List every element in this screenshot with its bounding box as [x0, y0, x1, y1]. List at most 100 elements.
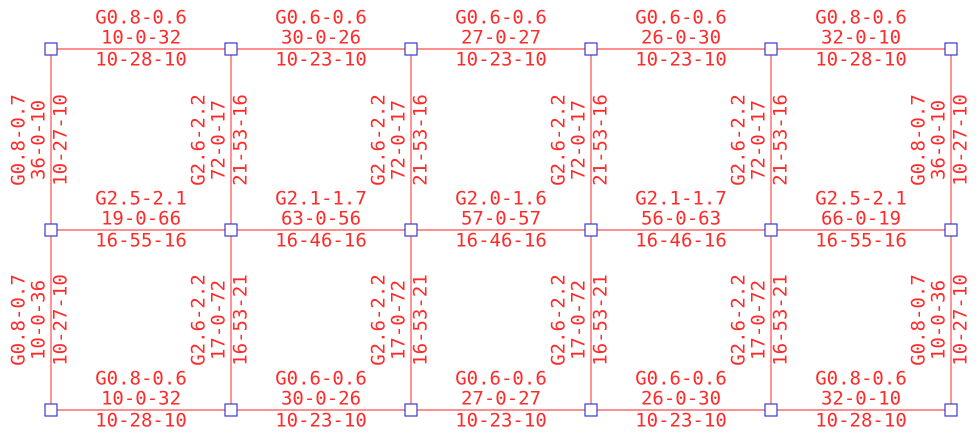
beam-label-top: G0.8-0.6 — [815, 6, 907, 29]
column-label-inner: 16-53-21 — [589, 274, 612, 366]
column-label-outer: G2.6-2.2 — [547, 274, 570, 366]
beam-label-top: G0.8-0.6 — [95, 367, 187, 390]
column-label-outer: G2.6-2.2 — [727, 93, 750, 186]
beam-label-top: G2.5-2.1 — [95, 187, 187, 210]
column-label-inner: 21-53-16 — [769, 93, 792, 186]
square-node-icon — [224, 223, 238, 237]
beam-label-bottom: 16-55-16 — [815, 229, 907, 252]
column-label-inner: 16-53-21 — [769, 274, 792, 366]
beam-label-bottom: 10-28-10 — [95, 48, 187, 71]
beam-label-mid: 19-0-66 — [100, 207, 182, 230]
beam-label-top: G2.5-2.1 — [815, 187, 907, 210]
column-label-inner: 16-53-21 — [409, 274, 432, 366]
square-node-icon — [944, 42, 958, 56]
beam-label-mid: 30-0-26 — [280, 26, 362, 49]
beam-label-bottom: 10-28-10 — [815, 48, 907, 71]
column-label-mid: 17-0-72 — [207, 279, 230, 361]
beam-label-top: G0.6-0.6 — [455, 367, 547, 390]
column-label-inner: 10-27-10 — [949, 274, 972, 366]
beam-label-bottom: 16-46-16 — [635, 229, 727, 252]
beam-label-bottom: 10-28-10 — [815, 409, 907, 432]
column-label-outer: G0.8-0.7 — [907, 93, 930, 186]
square-node-icon — [584, 403, 598, 417]
beam-label-top: G0.8-0.6 — [95, 6, 187, 29]
beam-label-mid: 63-0-56 — [280, 207, 362, 230]
beam-label-top: G0.8-0.6 — [815, 367, 907, 390]
beam-label-top: G0.6-0.6 — [635, 6, 727, 29]
column-label-inner: 10-27-10 — [49, 93, 72, 186]
beam-label-mid: 66-0-19 — [820, 207, 902, 230]
beam-label-mid: 57-0-57 — [460, 207, 542, 230]
square-node-icon — [764, 223, 778, 237]
column-label-mid: 36-0-10 — [27, 99, 50, 180]
beam-label-bottom: 10-23-10 — [455, 48, 547, 71]
column-label-inner: 21-53-16 — [409, 93, 432, 186]
square-node-icon — [584, 42, 598, 56]
column-label-mid: 17-0-72 — [747, 279, 770, 361]
beam-label-bottom: 16-46-16 — [455, 229, 547, 252]
square-node-icon — [764, 403, 778, 417]
column-label-inner: 21-53-16 — [589, 93, 612, 186]
column-label-mid: 17-0-72 — [567, 279, 590, 361]
beam-label-mid: 10-0-32 — [100, 26, 182, 49]
beam-label-bottom: 10-23-10 — [275, 409, 367, 432]
column-label-outer: G2.6-2.2 — [367, 93, 390, 186]
beam-label-top: G0.6-0.6 — [275, 367, 367, 390]
column-label-outer: G0.8-0.7 — [7, 274, 30, 366]
square-node-icon — [224, 403, 238, 417]
column-label-outer: G2.6-2.2 — [547, 93, 570, 186]
square-node-icon — [764, 42, 778, 56]
beam-label-mid: 26-0-30 — [640, 26, 722, 49]
square-node-icon — [404, 42, 418, 56]
column-label-outer: G2.6-2.2 — [727, 274, 750, 366]
beam-label-mid: 27-0-27 — [460, 26, 542, 49]
square-node-icon — [224, 42, 238, 56]
column-label-inner: 10-27-10 — [49, 274, 72, 366]
column-label-inner: 21-53-16 — [229, 93, 252, 186]
beam-label-mid: 30-0-26 — [280, 387, 362, 410]
column-label-mid: 72-0-17 — [387, 99, 410, 180]
beam-label-bottom: 16-55-16 — [95, 229, 187, 252]
column-label-mid: 72-0-17 — [747, 99, 770, 180]
beam-label-top: G0.6-0.6 — [455, 6, 547, 29]
beam-label-top: G2.0-1.6 — [455, 187, 547, 210]
beam-label-top: G2.1-1.7 — [275, 187, 367, 210]
beam-label-mid: 32-0-10 — [820, 387, 902, 410]
column-label-inner: 10-27-10 — [949, 93, 972, 186]
beam-label-bottom: 16-46-16 — [275, 229, 367, 252]
beam-label-top: G0.6-0.6 — [635, 367, 727, 390]
square-node-icon — [404, 223, 418, 237]
column-label-mid: 10-0-36 — [27, 279, 50, 361]
square-node-icon — [44, 42, 58, 56]
column-label-mid: 10-0-36 — [927, 279, 950, 361]
beam-label-bottom: 10-28-10 — [95, 409, 187, 432]
beam-label-top: G0.6-0.6 — [275, 6, 367, 29]
beam-label-mid: 56-0-63 — [640, 207, 722, 230]
square-node-icon — [44, 223, 58, 237]
beam-label-top: G2.1-1.7 — [635, 187, 727, 210]
column-label-outer: G2.6-2.2 — [367, 274, 390, 366]
square-node-icon — [944, 403, 958, 417]
beam-label-mid: 26-0-30 — [640, 387, 722, 410]
column-label-outer: G0.8-0.7 — [7, 93, 30, 186]
column-label-mid: 17-0-72 — [387, 279, 410, 361]
column-label-inner: 16-53-21 — [229, 274, 252, 366]
beam-label-bottom: 10-23-10 — [635, 409, 727, 432]
square-node-icon — [584, 223, 598, 237]
square-node-icon — [404, 403, 418, 417]
column-label-mid: 72-0-17 — [567, 99, 590, 180]
square-node-icon — [944, 223, 958, 237]
beam-label-bottom: 10-23-10 — [635, 48, 727, 71]
column-label-outer: G2.6-2.2 — [187, 274, 210, 366]
column-label-mid: 72-0-17 — [207, 99, 230, 180]
beam-label-bottom: 10-23-10 — [455, 409, 547, 432]
square-node-icon — [44, 403, 58, 417]
column-label-mid: 36-0-10 — [927, 99, 950, 180]
beam-label-bottom: 10-23-10 — [275, 48, 367, 71]
column-label-outer: G0.8-0.7 — [907, 274, 930, 366]
beam-label-mid: 27-0-27 — [460, 387, 542, 410]
beam-label-mid: 32-0-10 — [820, 26, 902, 49]
column-label-outer: G2.6-2.2 — [187, 93, 210, 186]
